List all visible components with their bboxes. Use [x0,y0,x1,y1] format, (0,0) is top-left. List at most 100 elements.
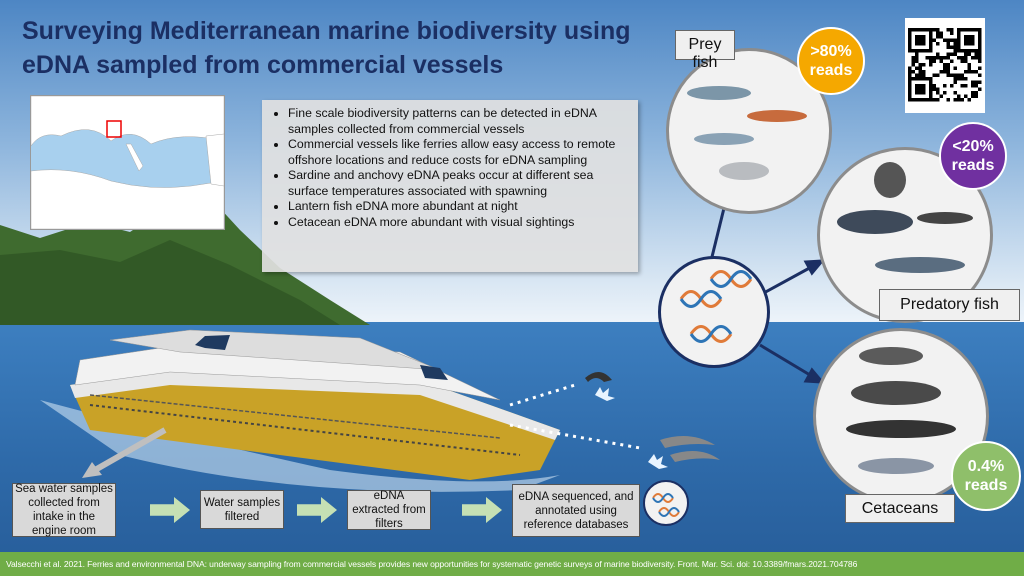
qr-module [953,91,957,95]
qr-module [918,38,922,42]
workflow-step-3: eDNA extracted from filters [347,490,431,530]
qr-module [974,28,978,32]
qr-module [929,42,933,46]
qr-module [908,80,912,84]
qr-module [964,52,968,56]
qr-module [932,73,936,77]
qr-module [950,59,954,63]
prey-reads-badge: >80%reads [797,27,865,95]
qr-module [978,28,982,32]
qr-module [950,73,954,77]
finding-item: Sardine and anchovy eDNA peaks occur at … [288,168,628,199]
qr-module [953,42,957,46]
qr-module [918,42,922,46]
qr-module [960,28,964,32]
qr-module [929,91,933,95]
qr-module [908,87,912,91]
qr-module [964,38,968,42]
qr-module [939,94,943,98]
qr-module [929,59,933,63]
qr-module [943,84,947,88]
qr-module [946,38,950,42]
qr-module [957,38,961,42]
qr-module [915,84,919,88]
qr-module [964,77,968,81]
qr-module [915,52,919,56]
qr-module [967,28,971,32]
qr-module [915,73,919,77]
qr-module [971,28,975,32]
qr-module [915,91,919,95]
qr-module [929,28,933,32]
qr-module [971,38,975,42]
qr-module [936,28,940,32]
qr-module [925,77,929,81]
qr-module [943,56,947,60]
qr-module [960,73,964,77]
qr-module [967,38,971,42]
qr-module [943,63,947,67]
qr-module [953,38,957,42]
qr-module [936,52,940,56]
qr-module [932,28,936,32]
qr-module [964,35,968,39]
qr-module [964,28,968,32]
qr-module [918,77,922,81]
qr-module [929,38,933,42]
qr-module [939,59,943,63]
qr-module [957,35,961,39]
qr-module [939,56,943,60]
qr-module [950,45,954,49]
qr-module [918,91,922,95]
qr-module [936,87,940,91]
qr-module [957,73,961,77]
qr-module [911,70,915,74]
infographic-title: Surveying Mediterranean marine biodivers… [22,17,631,79]
qr-module [929,77,933,81]
qr-module [957,31,961,35]
qr-module [953,49,957,53]
qr-module [960,49,964,53]
qr-module [957,98,961,102]
qr-module [918,73,922,77]
qr-module [974,84,978,88]
qr-module [932,38,936,42]
qr-module [957,94,961,98]
qr-module [971,80,975,84]
mediterranean-map [30,95,225,230]
qr-module [918,66,922,70]
finding-item: Lantern fish eDNA more abundant at night [288,199,628,215]
qr-module [929,80,933,84]
qr-module [911,28,915,32]
qr-module [908,91,912,95]
predatory-fish-icon [837,162,973,273]
qr-module [936,42,940,46]
qr-module [978,31,982,35]
dna-icon [679,270,753,343]
citation-footer: Valsecchi et al. 2021. Ferries and envir… [0,552,1024,576]
qr-module [964,84,968,88]
qr-module [922,84,926,88]
qr-module [960,59,964,63]
prey-fish-label: Prey fish [675,30,735,71]
qr-code[interactable] [905,18,985,113]
qr-module [908,45,912,49]
qr-module [946,98,950,102]
qr-module [929,98,933,102]
qr-module [929,56,933,60]
qr-module [929,63,933,67]
qr-module [967,66,971,70]
qr-module [971,70,975,74]
finding-item: Fine scale biodiversity patterns can be … [288,106,628,137]
qr-module [957,56,961,60]
qr-module [967,49,971,53]
qr-module [911,98,915,102]
qr-module [922,28,926,32]
ferry-ship [70,329,560,480]
qr-module [915,77,919,81]
qr-module [957,49,961,53]
cetaceans-reads-badge: 0.4%reads [951,441,1021,511]
qr-module [953,77,957,81]
qr-module [932,98,936,102]
qr-module [908,84,912,88]
